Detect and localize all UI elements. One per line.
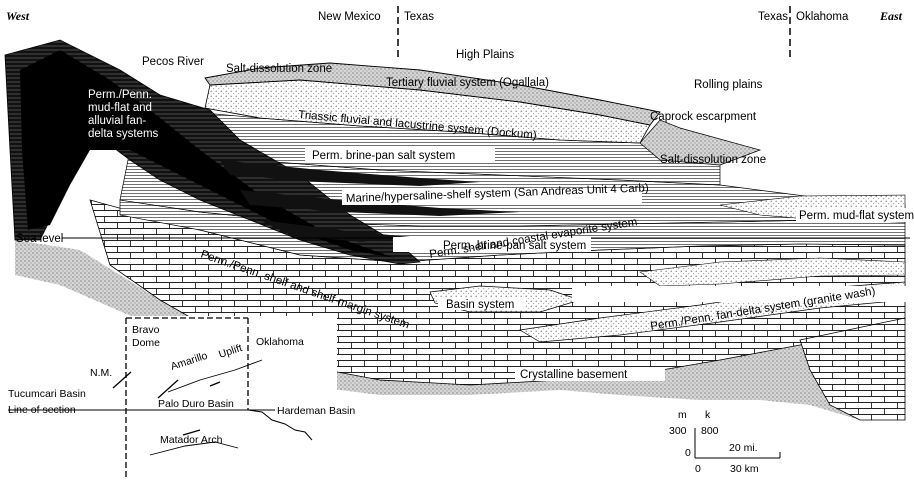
scale-800-label: 800 (701, 425, 719, 437)
tucumcari-label: Tucumcari Basin (8, 388, 86, 400)
salt-dissolution-top-label: Salt-dissolution zone (226, 63, 332, 75)
scale-k-label: k (705, 409, 711, 421)
inset-oklahoma-label: Oklahoma (256, 336, 304, 348)
rolling-plains-label: Rolling plains (694, 79, 763, 91)
west-label: West (6, 9, 30, 23)
palo-duro-label: Palo Duro Basin (158, 398, 234, 410)
scale-m-label: m (678, 409, 687, 421)
caprock-label: Caprock escarpment (650, 111, 757, 123)
crystalline-label: Crystalline basement (520, 369, 628, 381)
line-of-section-label: Line of section (8, 404, 76, 416)
scale-km-label: 30 km (730, 463, 759, 475)
scale-bar: m k 300 800 0 0 20 mi. 30 km (669, 409, 780, 475)
mudflat-label-3: alluvial fan- (88, 115, 146, 127)
brine-pan-upper-label: Perm. brine-pan salt system (312, 150, 455, 162)
inset-map: Bravo Dome Oklahoma N.M. Amarillo Uplift… (2, 316, 355, 480)
mudflat-label-4: delta systems (88, 128, 159, 140)
texas-right-label: Texas (758, 11, 788, 23)
mudflat-label-1: Perm./Penn. (88, 89, 152, 101)
basin-system-label: Basin system (446, 299, 514, 311)
east-label: East (879, 9, 903, 23)
hardeman-label: Hardeman Basin (277, 405, 355, 417)
matador-label: Matador Arch (160, 434, 223, 446)
high-plains-label: High Plains (456, 49, 514, 61)
texas-left-label: Texas (404, 11, 434, 23)
oklahoma-header-label: Oklahoma (796, 11, 849, 23)
scale-zero-m: 0 (685, 447, 691, 459)
nm-label: N.M. (90, 367, 112, 379)
sea-level-label: Sea level (16, 233, 63, 245)
pecos-river-label: Pecos River (142, 56, 204, 68)
ogallala-label: Tertiary fluvial system (Ogallala) (386, 77, 549, 89)
salt-dissolution-right-label: Salt-dissolution zone (660, 154, 766, 166)
bravo-label: Bravo (132, 324, 160, 336)
dome-label: Dome (132, 337, 160, 349)
scale-miles-label: 20 mi. (729, 442, 758, 454)
perm-mudflat-label: Perm. mud-flat system (799, 210, 914, 222)
scale-300-label: 300 (669, 425, 687, 437)
new-mexico-label: New Mexico (318, 11, 381, 23)
mudflat-label-2: mud-flat and (88, 102, 152, 114)
scale-zero-k: 0 (695, 463, 701, 475)
